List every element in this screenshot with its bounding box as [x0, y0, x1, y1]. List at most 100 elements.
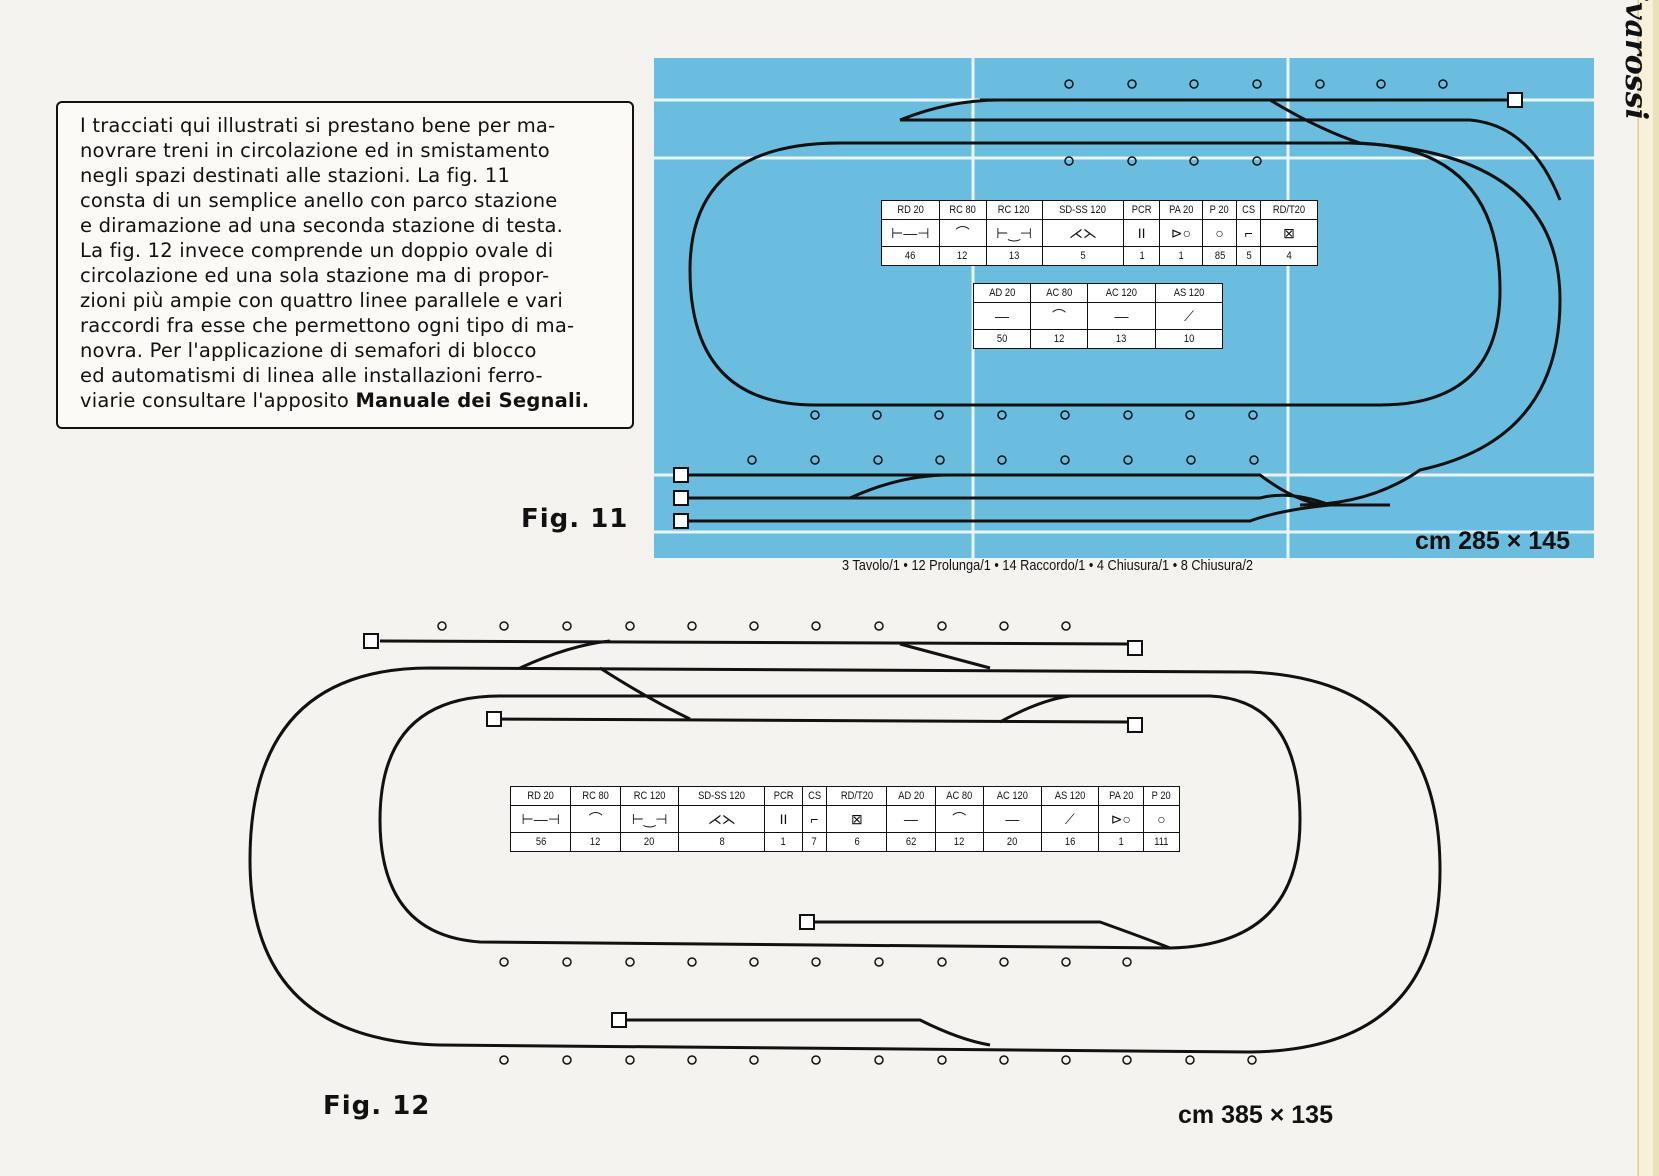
fig11-parts-caption: 3 Tavolo/1 • 12 Prolunga/1 • 14 Raccordo…	[842, 557, 1253, 574]
desc-line: ed automatismi di linea alle installazio…	[80, 364, 543, 387]
fig12-tracks	[248, 639, 1442, 1054]
buffer-stop-icon	[799, 914, 815, 930]
desc-line: zioni più ampie con quattro linee parall…	[80, 289, 563, 312]
signal-icon	[999, 1055, 1009, 1065]
desc-line: I tracciati qui illustrati si prestano b…	[80, 114, 556, 137]
buffer-stop-icon	[363, 633, 379, 649]
part-header: AS 120	[1040, 786, 1099, 806]
signal-icon	[934, 410, 944, 420]
part-header: RC 80	[570, 786, 621, 806]
fig11-tracks	[680, 98, 1562, 523]
part-symbol-icon: ⊢—⊣	[509, 805, 572, 833]
signal-icon	[1376, 79, 1386, 89]
desc-line: raccordi fra esse che permettono ogni ti…	[80, 314, 575, 337]
signal-icon	[811, 1055, 821, 1065]
part-symbol-icon: —	[1086, 302, 1157, 330]
signal-icon	[1315, 79, 1325, 89]
part-symbol-icon: ⌒	[934, 805, 984, 833]
part-count: 46	[881, 246, 940, 266]
desc-line: negli spazi destinati alle stazioni. La …	[80, 164, 511, 187]
fig11-yard-2	[680, 493, 1331, 507]
desc-line: consta di un semplice anello con parco s…	[80, 189, 558, 212]
part-count: 12	[1029, 329, 1088, 349]
fig12-dimensions: cm 385 × 135	[1178, 1101, 1333, 1129]
signal-icon	[874, 621, 884, 631]
part-count: 4	[1260, 246, 1318, 266]
buffer-stop-icon	[673, 513, 689, 529]
signal-icon	[687, 1055, 697, 1065]
desc-line: novra. Per l'applicazione di semafori di…	[80, 339, 537, 362]
fig11-signals	[747, 79, 1448, 465]
part-symbol-icon: ⊠	[826, 805, 888, 833]
fig12-outer-oval	[248, 666, 1442, 1054]
signal-icon	[1122, 1055, 1132, 1065]
signal-icon	[1060, 410, 1070, 420]
part-symbol-icon: ○	[1142, 805, 1181, 833]
part-count: 5	[1041, 246, 1125, 266]
part-header: RD 20	[509, 786, 572, 806]
part-count: 85	[1202, 246, 1238, 266]
brand-tab	[1638, 0, 1653, 1176]
signal-icon	[1185, 1055, 1195, 1065]
part-symbol-icon: ⊢‿⊣	[619, 805, 680, 833]
signal-icon	[874, 957, 884, 967]
signal-icon	[499, 621, 509, 631]
manual-reference: Manuale dei Segnali.	[355, 389, 590, 412]
part-symbol-icon: ⟋	[1155, 302, 1223, 330]
part-symbol-icon: ⋌⋋	[678, 805, 766, 833]
part-count: 10	[1155, 329, 1223, 349]
signal-icon	[997, 455, 1007, 465]
part-count: 1	[1158, 246, 1204, 266]
part-count: 13	[1086, 329, 1157, 349]
fig12-station-top	[379, 639, 1131, 646]
part-header: AC 80	[934, 786, 984, 806]
signal-icon	[1248, 410, 1258, 420]
part-symbol-icon: ⋌⋋	[1041, 219, 1125, 247]
part-count: 6	[826, 832, 888, 852]
part-header: RD 20	[881, 200, 940, 220]
signal-icon	[1123, 410, 1133, 420]
part-header: PA 20	[1097, 786, 1144, 806]
description-box: I tracciati qui illustrati si prestano b…	[56, 101, 634, 429]
part-count: 13	[985, 246, 1043, 266]
part-symbol-icon: ○	[1202, 219, 1238, 247]
fig12-station-3	[489, 717, 1131, 724]
signal-icon	[1127, 79, 1137, 89]
fig11-yard-1	[680, 473, 1390, 507]
desc-line: e diramazione ad una seconda stazione di…	[80, 214, 564, 237]
desc-line: La fig. 12 invece comprende un doppio ov…	[80, 239, 554, 262]
signal-icon	[687, 957, 697, 967]
part-count: 1	[1097, 832, 1144, 852]
signal-icon	[1061, 621, 1071, 631]
part-symbol-icon: II	[764, 805, 803, 833]
buffer-stop-icon	[611, 1012, 627, 1028]
fig12-siding-2	[620, 1018, 991, 1047]
signal-icon	[749, 621, 759, 631]
signal-icon	[687, 621, 697, 631]
signal-icon	[1189, 156, 1199, 166]
fig11-parts-table-2: AD 20 AC 80 AC 120 AS 120 — ⌒ — ⟋ 50 12 …	[973, 283, 1223, 349]
part-header: AS 120	[1155, 283, 1223, 303]
signal-icon	[1064, 156, 1074, 166]
signal-icon	[811, 621, 821, 631]
signal-icon	[437, 621, 447, 631]
part-symbol-icon: ⌒	[570, 805, 621, 833]
signal-icon	[562, 621, 572, 631]
part-header: AD 20	[886, 786, 936, 806]
part-symbol-icon: ⊳○	[1097, 805, 1144, 833]
signal-icon	[749, 957, 759, 967]
signal-icon	[1189, 79, 1199, 89]
part-header: AC 120	[982, 786, 1042, 806]
signal-icon	[625, 1055, 635, 1065]
fig11-parts-table-1: RD 20 RC 80 RC 120 SD-SS 120 PCR PA 20 P…	[881, 200, 1318, 266]
signal-icon	[1438, 79, 1448, 89]
part-symbol-icon: ⊠	[1260, 219, 1318, 247]
part-header: CS	[801, 786, 828, 806]
fig12-parts-table: RD 20 RC 80 RC 120 SD-SS 120 PCR CS RD/T…	[509, 786, 1181, 852]
fig12-siding-1	[810, 920, 1171, 950]
part-header: CS	[1236, 200, 1262, 220]
fig11-inner-oval	[688, 141, 1502, 407]
part-symbol-icon: ⌒	[938, 219, 987, 247]
signal-icon	[810, 455, 820, 465]
buffer-stop-icon	[1127, 640, 1143, 656]
